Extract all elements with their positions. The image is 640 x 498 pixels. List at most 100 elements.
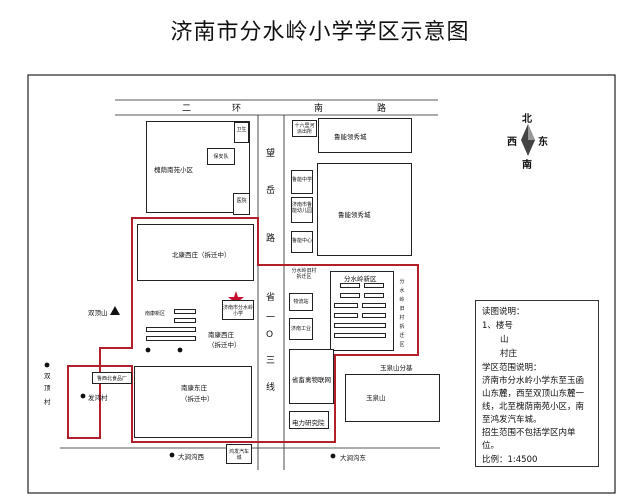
label-baoan: 保安队 <box>213 154 229 160</box>
label-shuanding-v1: 双 <box>44 372 51 380</box>
label-fenshui-right: 分水岭旧村拆迁区 <box>399 279 405 348</box>
block-yuquan <box>345 374 440 422</box>
compass-north: 北 <box>522 114 532 125</box>
label-nankang-east-sub: （拆迁中） <box>181 395 214 403</box>
label-school: 济南市分水岭小学 <box>223 305 254 317</box>
sheng103-label-2: 一 <box>266 313 276 323</box>
map-frame <box>27 74 616 494</box>
bldg-3 <box>340 293 360 298</box>
label-yuquan-2: 玉泉山 <box>366 394 386 402</box>
block-jiangsu: 济南工业 <box>289 318 313 340</box>
legend-item-village: 村庄 <box>500 349 518 359</box>
label-wuzhan: 物流站 <box>293 299 309 305</box>
label-nankang-east: 南康东庄 <box>181 384 207 392</box>
label-shuanding: 双顶山 <box>88 309 108 317</box>
label-fenshui-new: 分水岭新区 <box>344 275 377 283</box>
nk-bldg-3 <box>146 327 196 332</box>
wangyue-label-2: 岳 <box>266 186 276 196</box>
label-shuanding-v2: 顶 <box>44 384 51 392</box>
label-lubei: 鲁能领秀城 <box>334 133 367 141</box>
sheng103-label-3: O <box>266 330 274 340</box>
label-zone-b: 济南市鲁能幼儿园 <box>292 202 313 214</box>
label-fengfeng: 鲁西北食品厂 <box>96 376 127 382</box>
block-service: 保安队 <box>207 148 235 165</box>
label-lubei-2: 鲁能领秀城 <box>338 211 371 219</box>
sheng103-label-5: 线 <box>266 383 276 393</box>
block-nankang-east <box>134 366 252 438</box>
nk-bldg-2 <box>174 318 196 323</box>
block-yuanyuan <box>146 121 250 213</box>
label-shuanding-v3: 村 <box>44 398 51 406</box>
compass-east: 东 <box>538 137 548 148</box>
legend-scale: 比例：1:4500 <box>482 455 538 465</box>
legend-item-mountain: 山 <box>500 335 509 345</box>
block-guard: 医院 <box>233 193 250 215</box>
village-dot-fajia <box>80 393 86 399</box>
block-police: 十六里河派出所 <box>292 120 317 137</box>
label-fenshui-old-1: 分水岭旧村 <box>291 268 317 274</box>
map-title: 济南市分水岭小学学区示意图 <box>170 20 470 45</box>
bldg-5 <box>334 303 358 308</box>
block-zone-a: 鲁能中学 <box>291 170 313 194</box>
label-zone-c: 鲁能中心 <box>292 238 313 244</box>
wangyue-label-3: 路 <box>266 234 276 244</box>
legend-item-building: 1、楼号 <box>482 321 513 331</box>
sheng103-label-1: 省 <box>266 293 276 303</box>
ring-road-label-2: 环 <box>232 104 242 114</box>
label-beikang: 北康西庄（拆迁中） <box>172 251 231 259</box>
block-fengfeng: 鲁西北食品厂 <box>92 372 132 384</box>
label-clinic: 卫生 <box>236 127 247 133</box>
label-yuquan: 玉泉山分基 <box>380 364 413 372</box>
village-dot-nankang-area <box>145 347 151 353</box>
wangyue-label-1: 望 <box>266 149 276 159</box>
bldg-1 <box>340 283 360 288</box>
block-school: 济南市分水岭小学 <box>222 300 254 320</box>
mountain-icon <box>110 306 120 315</box>
compass-south: 南 <box>522 160 532 171</box>
legend-panel: 读图说明： 1、楼号 山 村庄 学区范围说明： 济南市分水岭小学东至玉函山东麓，… <box>475 300 599 467</box>
village-dot-dajian-west <box>169 452 175 458</box>
label-nankang-area: 南康新区 <box>144 311 165 317</box>
block-zone-c: 鲁能中心 <box>291 231 313 253</box>
bldg-9 <box>334 323 386 328</box>
block-beikang <box>137 224 254 281</box>
legend-heading: 读图说明： <box>482 307 525 317</box>
bldg-10 <box>334 333 386 338</box>
ring-road-label-4: 路 <box>377 104 387 114</box>
bldg-4 <box>364 293 384 298</box>
nk-bldg-4 <box>146 336 196 341</box>
bldg-8 <box>362 313 386 318</box>
village-dot-shuanding <box>44 362 50 368</box>
label-fajia: 发鸿村 <box>88 394 108 402</box>
label-guard: 医院 <box>236 198 247 204</box>
label-hongfa: 鸿发汽车城 <box>228 449 249 461</box>
compass-rose-icon <box>521 124 535 156</box>
block-hongfa: 鸿发汽车城 <box>226 444 252 464</box>
legend-range-heading: 学区范围说明： <box>482 363 542 373</box>
legend-range-text: 济南市分水岭小学东至玉函山东麓，西至双顶山东麓一线，北至槐荫南苑小区，南至鸿发汽… <box>482 376 585 425</box>
block-zone-b: 济南市鲁能幼儿园 <box>291 197 313 223</box>
block-lubei-2 <box>317 163 412 256</box>
label-jiangsu: 济南工业 <box>290 326 311 332</box>
bldg-7 <box>334 313 358 318</box>
label-fenshui-old-2: 拆迁区 <box>296 274 312 280</box>
bldg-6 <box>362 303 386 308</box>
label-nankang-west-sub: （拆迁中） <box>208 341 241 349</box>
ring-road-label-3: 南 <box>314 104 324 114</box>
village-dot-nankang-area-2 <box>177 347 183 353</box>
block-wuzhan: 物流站 <box>289 293 313 311</box>
label-yuanyuan: 槐荫南苑小区 <box>154 166 193 174</box>
label-zone-a: 鲁能中学 <box>292 177 313 183</box>
block-lubei <box>318 118 412 153</box>
school-star-icon <box>228 291 244 307</box>
label-nankang-west: 南康西庄 <box>208 331 234 339</box>
block-sheng-museum <box>289 349 334 404</box>
legend-note: 招生范围不包括学区内单位。 <box>482 428 576 451</box>
bldg-2 <box>364 283 384 288</box>
block-dianli <box>289 411 329 429</box>
label-dajian-east: 大涧沟东 <box>340 454 366 462</box>
label-sheng-museum: 省畜禽物联网 <box>292 376 331 384</box>
sheng103-label-4: 三 <box>266 356 276 366</box>
village-dot-dajian-east <box>330 453 336 459</box>
label-dajian-west: 大涧沟西 <box>178 453 204 461</box>
